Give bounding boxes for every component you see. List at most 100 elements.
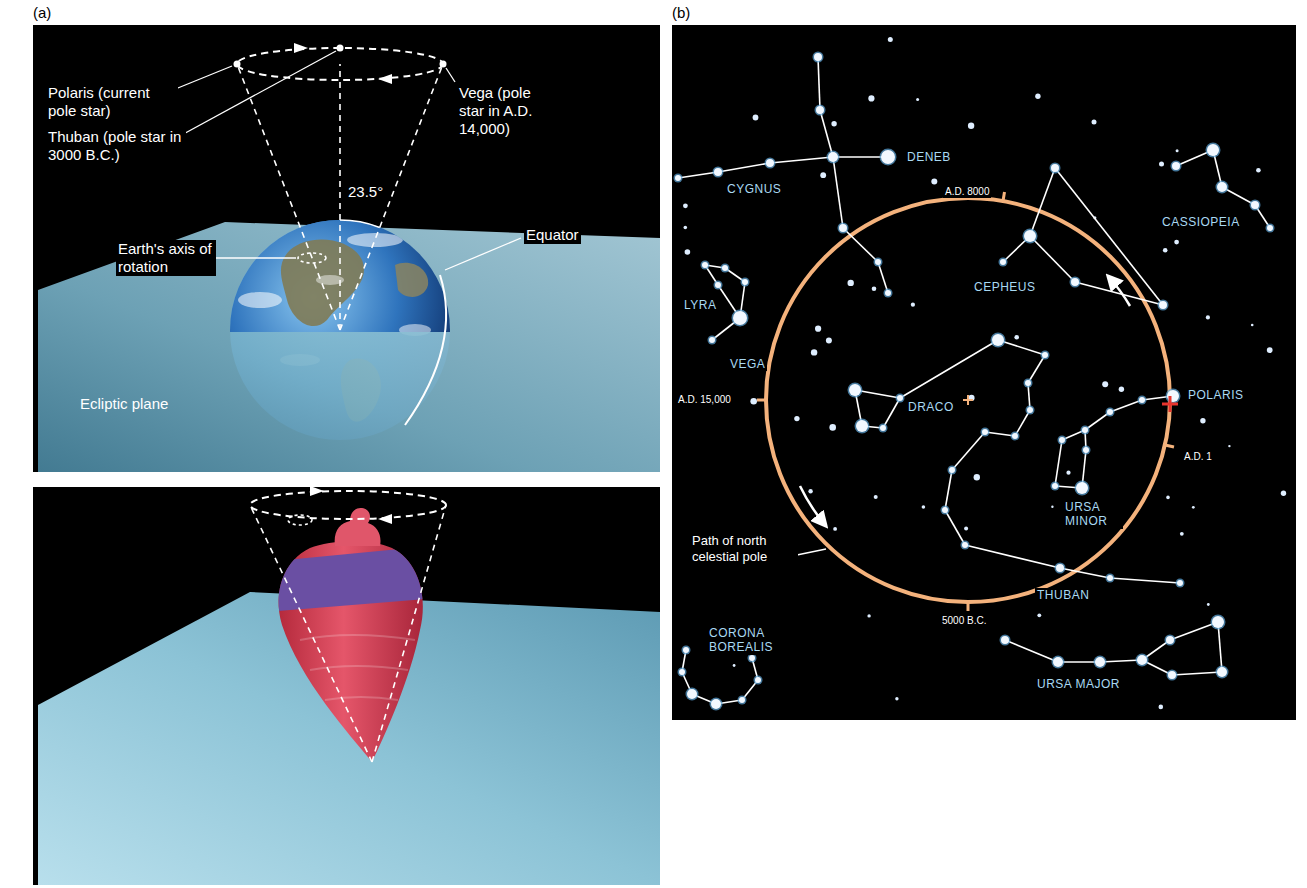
star-glow: [896, 394, 905, 403]
star-glow: [879, 424, 888, 433]
star-callout: Vega (pole star in A.D. 14,000): [457, 84, 557, 138]
star-glow: [682, 646, 691, 655]
star: [897, 395, 903, 401]
background-star: [1119, 387, 1124, 392]
constellation-line: [1055, 440, 1062, 486]
motion-arrow: [1108, 276, 1130, 306]
star: [1139, 397, 1145, 403]
star-glow: [1250, 200, 1261, 211]
constellation-line: [1005, 640, 1058, 662]
background-star: [831, 121, 836, 126]
star-glow: [738, 696, 747, 705]
arrowhead: [294, 43, 308, 53]
star: [1172, 162, 1180, 170]
star: [839, 224, 847, 232]
constellation-name: URSA MINOR: [1063, 500, 1123, 529]
star-glow: [813, 52, 824, 63]
background-star: [685, 249, 691, 255]
star: [828, 152, 838, 162]
background-star: [1176, 149, 1179, 152]
star-glow: [948, 466, 957, 475]
date-label: A.D. 15,000: [676, 394, 733, 406]
star-glow: [732, 310, 749, 327]
star-callout: Thuban (pole star in 3000 B.C.): [46, 128, 186, 164]
date-label: A.D. 1: [1182, 451, 1214, 463]
constellation-name: CEPHEUS: [972, 280, 1038, 294]
star-glow: [1165, 635, 1176, 646]
star-callout: Polaris (current pole star): [46, 84, 178, 120]
star: [722, 265, 728, 271]
star: [1024, 230, 1036, 242]
plane-label: Ecliptic plane: [78, 395, 170, 413]
star: [1056, 564, 1064, 572]
background-star: [1174, 240, 1179, 245]
constellation-line: [985, 432, 1015, 436]
star-glow: [1216, 666, 1229, 679]
angle-label: 23.5°: [346, 183, 385, 201]
star: [992, 334, 1004, 346]
background-star: [874, 495, 878, 499]
background-star: [872, 287, 877, 292]
arrowhead: [378, 74, 392, 84]
star: [1071, 278, 1079, 286]
star-glow: [1206, 143, 1221, 158]
background-star: [888, 37, 893, 42]
panel-letter: (a): [31, 4, 53, 22]
star-glow: [961, 541, 970, 550]
star: [739, 697, 745, 703]
constellation-line: [833, 157, 843, 228]
star: [1052, 483, 1058, 489]
star: [1082, 427, 1088, 433]
star: [679, 669, 685, 675]
background-star: [1066, 471, 1070, 475]
star: [1059, 437, 1065, 443]
panel-ground: [672, 25, 1296, 720]
star: [715, 282, 721, 288]
constellation-line: [1085, 412, 1110, 430]
background-star: [1200, 418, 1205, 423]
constellation-line: [883, 398, 900, 428]
star-glow: [981, 428, 990, 437]
background-star: [1180, 532, 1184, 536]
constellation-line: [945, 510, 965, 545]
panel-ground: [33, 487, 660, 885]
star: [1095, 657, 1105, 667]
star-glow: [874, 258, 883, 267]
constellation-line: [952, 432, 985, 470]
star-glow: [815, 105, 826, 116]
star: [702, 262, 708, 268]
background-star: [868, 95, 874, 101]
background-star: [753, 115, 759, 121]
star-glow: [1011, 432, 1020, 441]
constellation-name: CORONA BOREALIS: [707, 626, 787, 655]
star-glow: [1000, 635, 1011, 646]
star-glow: [1023, 229, 1038, 244]
constellation-line: [820, 110, 833, 157]
top-scene: [38, 508, 660, 885]
star: [816, 106, 824, 114]
star-glow: [1055, 563, 1066, 574]
star-glow: [941, 506, 950, 515]
ground-plane: [38, 592, 660, 885]
star-glow: [1051, 482, 1060, 491]
star: [1107, 409, 1113, 415]
background-star: [811, 349, 817, 355]
precession-cone: [250, 491, 446, 762]
background-stars: [683, 37, 1286, 709]
background-star: [1092, 120, 1097, 125]
arrowhead: [378, 514, 392, 524]
date-ticks: [757, 192, 1174, 611]
earth-scene: [38, 220, 660, 472]
star-glow: [827, 151, 840, 164]
star: [1168, 671, 1176, 679]
background-star: [1159, 705, 1164, 710]
star-glow: [765, 158, 776, 169]
star: [1207, 144, 1219, 156]
background-star: [808, 489, 812, 493]
background-star: [1037, 613, 1041, 617]
star-glow: [713, 167, 724, 178]
arrowhead: [310, 486, 324, 496]
star-name: THUBAN: [1035, 588, 1091, 602]
star-glow: [1106, 574, 1115, 583]
